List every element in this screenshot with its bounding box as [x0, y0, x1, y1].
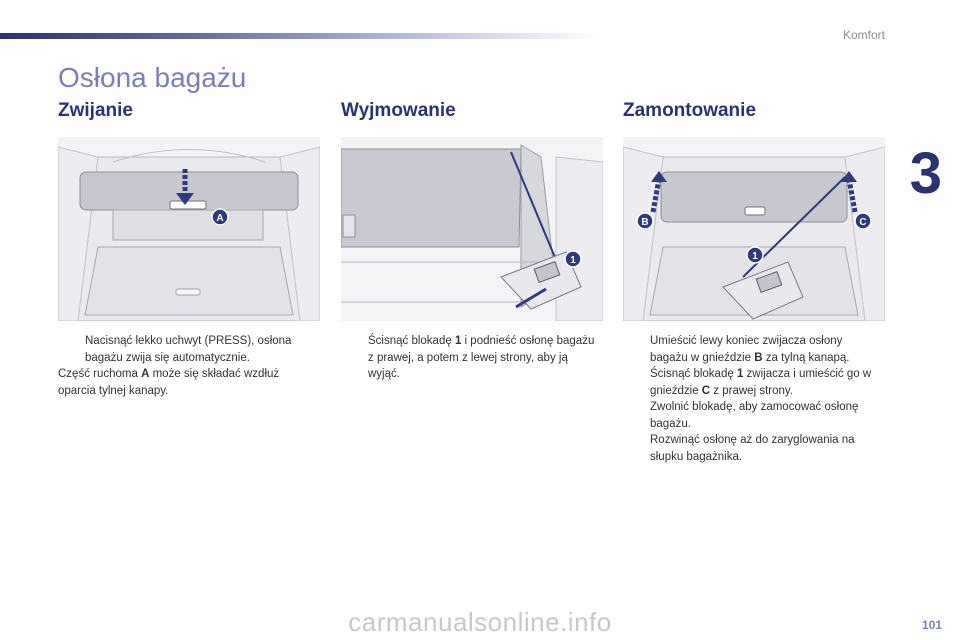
callout-c: [854, 212, 872, 230]
callout-1: [746, 246, 764, 264]
callout-a-label: A: [216, 213, 223, 224]
chapter-number: 3: [909, 141, 942, 206]
watermark: carmanualsonline.info: [348, 607, 612, 637]
list-item: Ścisnąć blokadę 1 i podnieść osłonę baga…: [368, 335, 595, 380]
text-wyjmowanie: Ścisnąć blokadę 1 i podnieść osłonę baga…: [341, 333, 596, 383]
callout-1: [564, 250, 582, 268]
text-zamontowanie: Umieścić lewy koniec zwijacza osłony bag…: [623, 333, 883, 465]
list-item: Zwolnić blokadę, aby zamocować osłonę ba…: [650, 401, 859, 430]
illustration-wyjmowanie: 1: [341, 137, 603, 321]
text-zwijanie: Nacisnąć lekko uchwyt (PRESS), osłona ba…: [58, 333, 308, 399]
column-title-zwijanie: Zwijanie: [58, 100, 133, 121]
callout-a: [211, 208, 229, 226]
callout-b: [636, 212, 654, 230]
page-number: 101: [921, 618, 942, 632]
list-item: Rozwinąć osłonę aż do zaryglowania na sł…: [650, 434, 855, 463]
column-title-wyjmowanie: Wyjmowanie: [341, 100, 456, 121]
callout-1-label: 1: [752, 251, 758, 262]
header-gradient-bar: [0, 33, 600, 39]
column-title-zamontowanie: Zamontowanie: [623, 100, 757, 121]
page-title: Osłona bagażu: [58, 62, 247, 93]
callout-b-label: B: [641, 217, 648, 228]
illustration-zamontowanie: B C 1: [623, 137, 885, 321]
callout-c-label: C: [859, 217, 866, 228]
callout-1-label: 1: [570, 255, 576, 266]
list-item: Część ruchoma A może się składać wzdłuż …: [58, 368, 280, 397]
list-item: Umieścić lewy koniec zwijacza osłony bag…: [650, 335, 850, 364]
section-label: Komfort: [842, 28, 885, 42]
list-item: Ścisnąć blokadę 1 zwijacza i umieścić go…: [650, 368, 872, 397]
illustration-zwijanie: A: [58, 137, 320, 321]
list-item: Nacisnąć lekko uchwyt (PRESS), osłona ba…: [85, 335, 292, 364]
